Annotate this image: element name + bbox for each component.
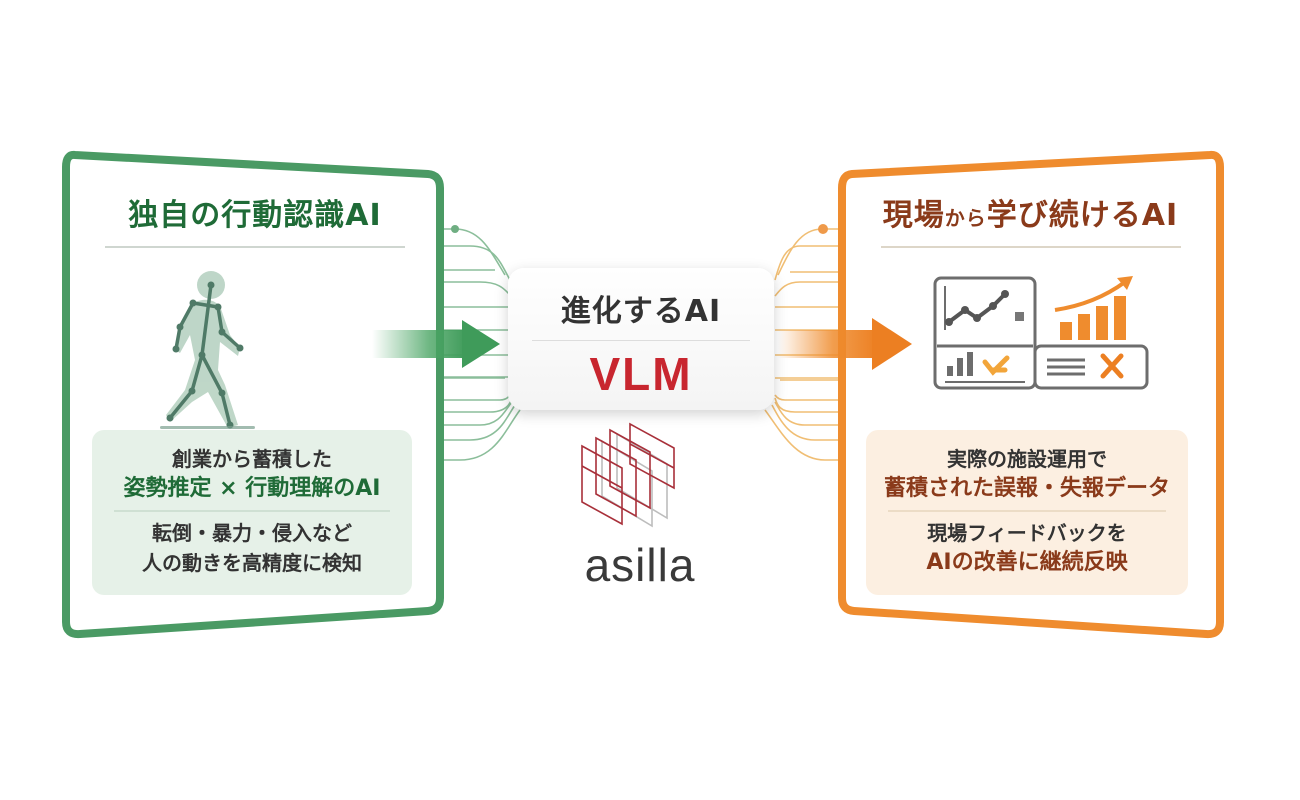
right-panel: 現場から学び続けるAI [868, 190, 1193, 248]
left-info-line-4: 人の動きを高精度に検知 [142, 551, 362, 575]
right-info-line-3: 現場フィードバックを [927, 521, 1127, 545]
right-title-small: から [944, 206, 987, 230]
green-arrow-icon [372, 320, 500, 368]
left-info-line-2: 姿勢推定 × 行動理解のAI [123, 476, 381, 501]
right-info-line-1: 実際の施設運用で [947, 447, 1107, 471]
left-info-line-3: 転倒・暴力・侵入など [152, 521, 352, 545]
walking-skeleton-icon [160, 271, 255, 429]
left-info-line-1: 創業から蓄積した [172, 447, 332, 471]
left-panel: 独自の行動認識AI [95, 190, 415, 248]
right-info-line-4: AIの改善に継続反映 [926, 550, 1128, 575]
center-title: 進化するAI [560, 294, 722, 329]
left-panel-title: 独自の行動認識AI [105, 190, 405, 248]
left-info-divider [114, 510, 390, 512]
right-info-box: 実際の施設運用で 蓄積された誤報・失報データ 現場フィードバックを AIの改善に… [866, 430, 1188, 595]
left-connector-node [451, 225, 459, 233]
vlm-label: VLM [589, 348, 693, 400]
asilla-logo-icon [581, 422, 675, 528]
center-divider [532, 340, 750, 341]
analytics-dashboard-icon [933, 276, 1149, 390]
right-info-line-2: 蓄積された誤報・失報データ [883, 476, 1170, 501]
right-panel-title: 現場から学び続けるAI [880, 190, 1181, 248]
brand-name: asilla [584, 539, 696, 591]
right-info-divider [888, 510, 1166, 512]
center-card: 進化するAI VLM [508, 268, 774, 410]
right-connector-node [818, 224, 828, 234]
right-title-rest: 学び続けるAI [986, 198, 1179, 233]
right-title-main: 現場 [882, 198, 945, 233]
left-info-box: 創業から蓄積した 姿勢推定 × 行動理解のAI 転倒・暴力・侵入など 人の動きを… [92, 430, 412, 595]
orange-arrow-icon [778, 318, 912, 370]
